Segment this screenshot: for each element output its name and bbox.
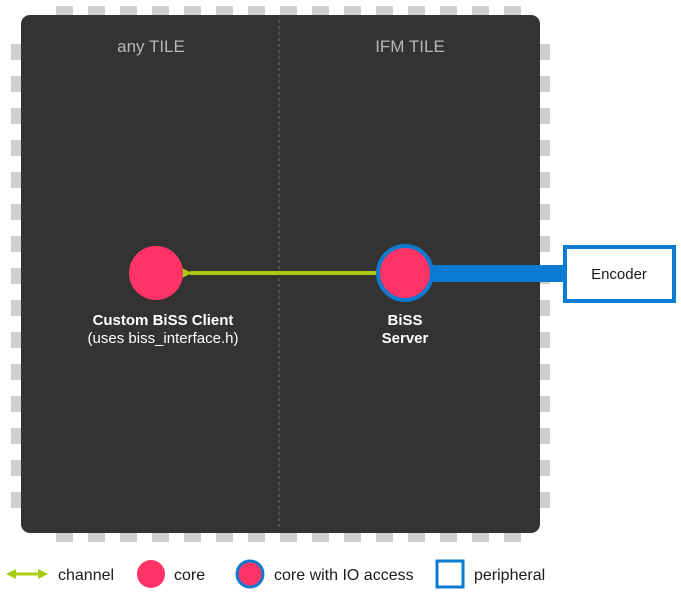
core-server-io bbox=[376, 244, 434, 302]
tile-label-any: any TILE bbox=[117, 37, 185, 56]
tile-label-ifm: IFM TILE bbox=[375, 37, 445, 56]
chip-pin bbox=[540, 108, 550, 124]
chip-pins-left bbox=[11, 44, 21, 508]
chip-pin bbox=[184, 6, 201, 15]
core-client bbox=[129, 246, 183, 300]
chip-pin bbox=[11, 364, 21, 380]
chip-pin bbox=[540, 140, 550, 156]
chip-pin bbox=[152, 533, 169, 542]
chip-pin bbox=[540, 44, 550, 60]
chip-pin bbox=[504, 533, 521, 542]
chip-pin bbox=[540, 76, 550, 92]
chip-pin bbox=[248, 6, 265, 15]
chip-pins-bottom bbox=[56, 533, 521, 542]
chip-pin bbox=[376, 533, 393, 542]
chip-pin bbox=[11, 204, 21, 220]
chip-pin bbox=[11, 108, 21, 124]
ringed-circle-icon bbox=[235, 559, 265, 589]
server-title-line2: Server bbox=[382, 330, 429, 347]
chip-pin bbox=[280, 6, 297, 15]
client-title: Custom BiSS Client bbox=[93, 312, 234, 329]
chip-pin bbox=[540, 172, 550, 188]
chip-pin bbox=[540, 204, 550, 220]
chip-pin bbox=[11, 460, 21, 476]
chip-pin bbox=[120, 6, 137, 15]
chip-pin bbox=[312, 6, 329, 15]
chip-pin bbox=[216, 6, 233, 15]
chip-pin bbox=[280, 533, 297, 542]
client-subtitle: (uses biss_interface.h) bbox=[88, 330, 239, 347]
peripheral-label: Encoder bbox=[591, 266, 647, 283]
chip-pin bbox=[344, 533, 361, 542]
chip-pin bbox=[216, 533, 233, 542]
legend: channel core core with IO access periphe… bbox=[6, 559, 545, 589]
chip-pin bbox=[472, 533, 489, 542]
double-arrow-icon bbox=[6, 569, 48, 579]
square-outline-icon bbox=[435, 559, 465, 589]
chip-pin bbox=[152, 6, 169, 15]
chip-pin bbox=[11, 44, 21, 60]
chip-pin bbox=[11, 76, 21, 92]
legend-peripheral-label: peripheral bbox=[474, 567, 545, 584]
chip-pin bbox=[248, 533, 265, 542]
chip-pin bbox=[11, 492, 21, 508]
chip-pin bbox=[11, 268, 21, 284]
chip-pin bbox=[11, 236, 21, 252]
chip-pin bbox=[344, 6, 361, 15]
server-title-line1: BiSS bbox=[387, 312, 422, 329]
legend-core-label: core bbox=[174, 567, 205, 584]
legend-core-io-label: core with IO access bbox=[274, 567, 414, 584]
chip-pin bbox=[11, 396, 21, 412]
chip-pin bbox=[440, 6, 457, 15]
chip-pin bbox=[540, 332, 550, 348]
chip-pin bbox=[56, 533, 73, 542]
chip-pin bbox=[11, 172, 21, 188]
chip-pin bbox=[312, 533, 329, 542]
chip-pin bbox=[540, 300, 550, 316]
chip-pin bbox=[472, 6, 489, 15]
chip-pin bbox=[540, 364, 550, 380]
chip-pin bbox=[11, 140, 21, 156]
chip-pin bbox=[184, 533, 201, 542]
chip-pin bbox=[408, 533, 425, 542]
chip-pin bbox=[408, 6, 425, 15]
chip-pins-top bbox=[56, 6, 521, 15]
peripheral-encoder bbox=[563, 245, 676, 303]
legend-channel-label: channel bbox=[58, 567, 114, 584]
circle-icon bbox=[137, 560, 165, 588]
chip-pin bbox=[540, 492, 550, 508]
chip-pin bbox=[504, 6, 521, 15]
chip-pin bbox=[11, 428, 21, 444]
chip-pin bbox=[540, 236, 550, 252]
io-link bbox=[432, 265, 566, 282]
chip-pin bbox=[376, 6, 393, 15]
chip-pin bbox=[88, 533, 105, 542]
chip-pin bbox=[440, 533, 457, 542]
chip-pin bbox=[88, 6, 105, 15]
chip-pin bbox=[540, 428, 550, 444]
chip-pin bbox=[56, 6, 73, 15]
chip-pin bbox=[11, 332, 21, 348]
chip-pin bbox=[11, 300, 21, 316]
chip-pin bbox=[540, 396, 550, 412]
chip-pin bbox=[120, 533, 137, 542]
chip-pin bbox=[540, 460, 550, 476]
